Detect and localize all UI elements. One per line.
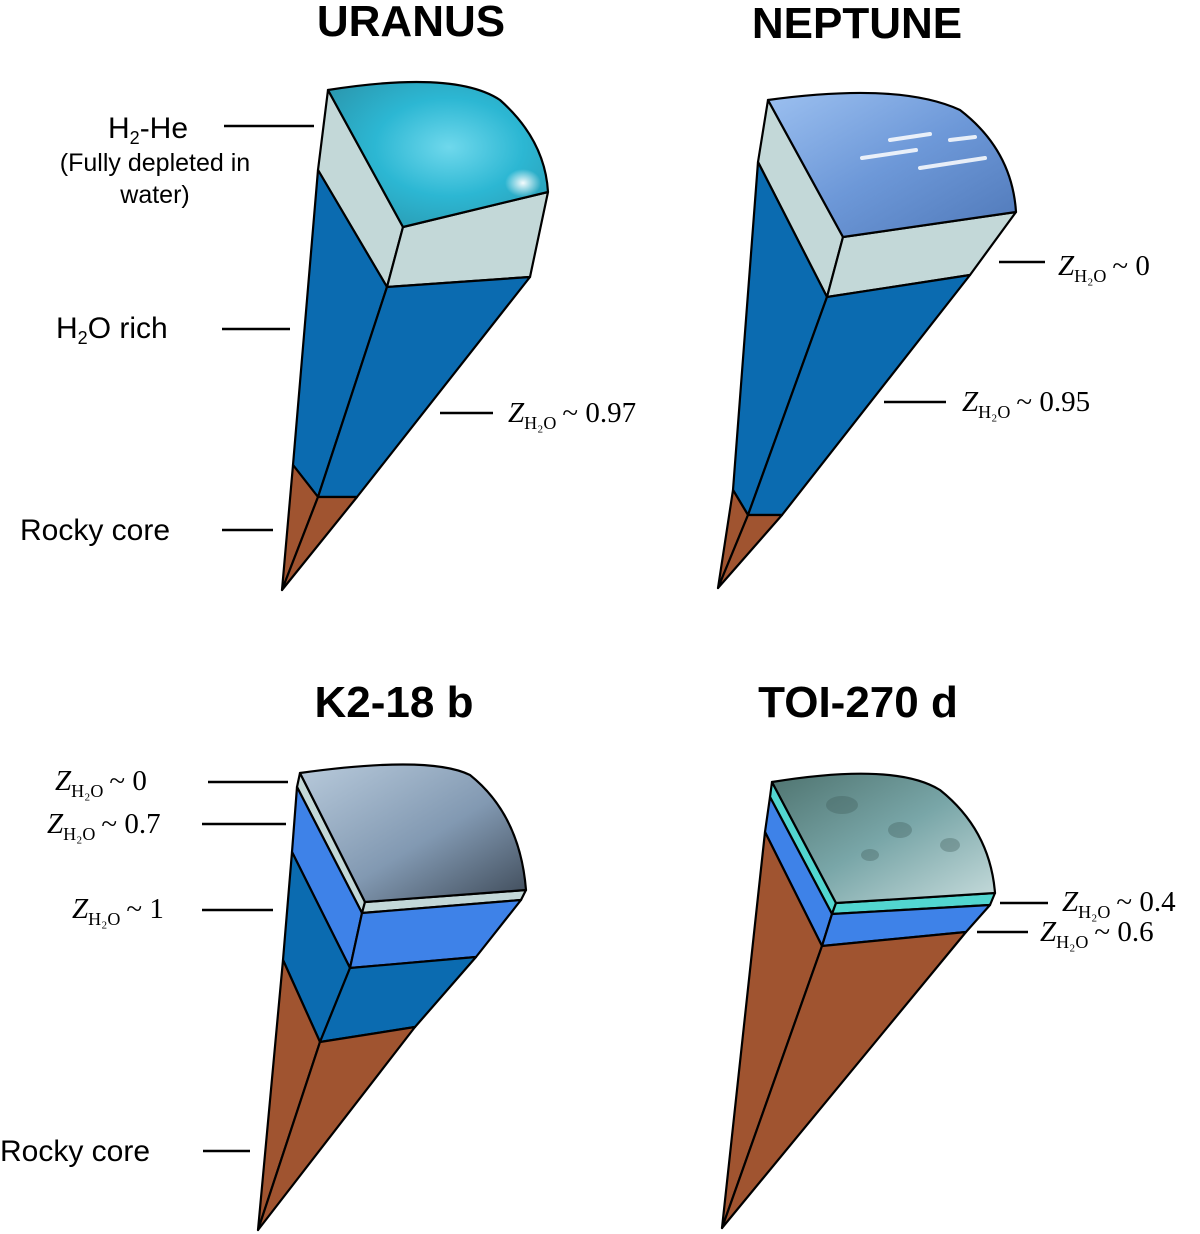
svg-text:H2-He: H2-He <box>108 112 188 148</box>
k2-18b-panel: K2-18 b ZH₂O~ 0 ZH₂O~ 0.7 ZH₂O~ 1 Rocky … <box>0 678 528 1232</box>
uranus-rock-front <box>280 495 359 592</box>
toi-270d-z-label-1: ZH₂O~ 0.6 <box>977 916 1154 952</box>
svg-text:ZH₂O~ 0.97: ZH₂O~ 0.97 <box>508 397 636 433</box>
k2-18b-z-label-1: ZH₂O~ 0.7 <box>47 808 286 844</box>
toi-270d-wedge <box>720 772 997 1230</box>
uranus-h2he-note-2: water) <box>119 181 189 209</box>
uranus-surface <box>326 80 550 229</box>
svg-text:ZH₂O~ 0.4: ZH₂O~ 0.4 <box>1062 886 1176 922</box>
neptune-wedge <box>716 91 1018 590</box>
uranus-h2he-note-1: (Fully depleted in <box>60 149 250 177</box>
svg-text:ZH₂O~ 0.7: ZH₂O~ 0.7 <box>47 808 161 844</box>
uranus-rocky-core-label: Rocky core <box>20 514 170 547</box>
svg-text:ZH₂O~ 0: ZH₂O~ 0 <box>1058 250 1150 286</box>
neptune-title: NEPTUNE <box>752 0 962 48</box>
neptune-cloud-streaks <box>860 132 987 170</box>
neptune-panel: NEPTUNE ZH₂O~ 0 ZH₂O~ 0.95 <box>716 0 1150 590</box>
k2-18b-rocky-core-label: Rocky core <box>0 1135 150 1168</box>
k2-18b-z-label-2: ZH₂O~ 1 <box>72 893 273 929</box>
toi-270d-rock-front <box>720 930 968 1230</box>
toi-270d-surface <box>770 772 997 905</box>
k2-18b-title: K2-18 b <box>315 678 474 727</box>
k2-18b-wedge <box>256 763 528 1232</box>
uranus-title: URANUS <box>317 0 505 46</box>
uranus-h2o-rich-label: H2O rich <box>56 312 290 348</box>
uranus-h2he-label: H2-He <box>108 112 314 148</box>
neptune-z-label-top: ZH₂O~ 0 <box>999 250 1150 286</box>
svg-text:ZH₂O~ 1: ZH₂O~ 1 <box>72 893 164 929</box>
toi-270d-title: TOI-270 d <box>758 678 958 727</box>
k2-18b-surface <box>298 763 528 904</box>
toi-270d-craters <box>826 796 960 861</box>
neptune-z-label-water: ZH₂O~ 0.95 <box>884 386 1090 422</box>
uranus-z-label: ZH₂O~ 0.97 <box>440 397 636 433</box>
svg-text:ZH₂O~ 0.6: ZH₂O~ 0.6 <box>1040 916 1154 952</box>
uranus-panel: URANUS H2-He (Fully depleted in water) H… <box>20 0 636 592</box>
toi-270d-panel: TOI-270 d ZH₂O~ 0.4 ZH₂O~ 0.6 <box>720 678 1176 1230</box>
svg-text:ZH₂O~ 0.95: ZH₂O~ 0.95 <box>962 386 1090 422</box>
uranus-wedge <box>280 80 550 592</box>
neptune-surface <box>766 91 1018 239</box>
neptune-rock-front <box>716 513 784 590</box>
svg-text:H2O rich: H2O rich <box>56 312 168 348</box>
toi-270d-z-label-0: ZH₂O~ 0.4 <box>1000 886 1176 922</box>
svg-text:ZH₂O~ 0: ZH₂O~ 0 <box>55 765 147 801</box>
k2-18b-z-label-0: ZH₂O~ 0 <box>55 765 288 801</box>
uranus-bright-spot <box>505 169 541 197</box>
k2-18b-rock-front <box>256 1025 417 1232</box>
